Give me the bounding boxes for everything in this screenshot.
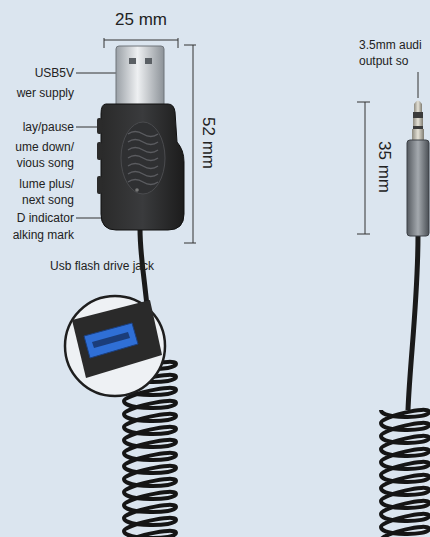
dimension-label: 25 mm bbox=[115, 9, 167, 30]
coil-loop bbox=[124, 531, 176, 537]
usb-jack-inset bbox=[65, 296, 165, 396]
grille-line bbox=[128, 140, 158, 145]
part-label: ume down/ vious song bbox=[4, 139, 74, 171]
grille-line bbox=[128, 172, 158, 177]
cable bbox=[408, 235, 418, 410]
part-label: 3.5mm audi output so bbox=[359, 37, 427, 69]
dimension-label: 35 mm bbox=[374, 141, 395, 193]
part-label: D indicator bbox=[17, 210, 74, 226]
plug-hole bbox=[145, 58, 152, 64]
part-label: lume plus/ next song bbox=[4, 176, 74, 208]
grille-line bbox=[128, 156, 158, 161]
button bbox=[97, 118, 102, 134]
part-label: USB5V bbox=[35, 65, 74, 81]
grille-line bbox=[128, 148, 158, 153]
part-label: alking mark bbox=[13, 227, 74, 243]
coil-loop bbox=[381, 527, 429, 537]
grille-line bbox=[128, 180, 158, 185]
grille-line bbox=[128, 164, 158, 169]
dongle-body bbox=[101, 104, 184, 230]
plug-hole bbox=[129, 58, 136, 64]
grille-pattern bbox=[128, 132, 158, 185]
button bbox=[97, 176, 102, 194]
part-label: wer supply bbox=[17, 85, 74, 101]
dimension-label: 52 mm bbox=[198, 117, 219, 169]
coiled-cable bbox=[381, 410, 429, 537]
button bbox=[97, 142, 102, 160]
led-dot bbox=[135, 188, 139, 192]
usb-plug bbox=[116, 46, 164, 108]
grille-line bbox=[128, 132, 158, 137]
speaker-grille bbox=[121, 122, 165, 194]
audio-jack bbox=[407, 101, 429, 237]
part-label: Usb flash drive jack bbox=[50, 258, 154, 274]
part-label: lay/pause bbox=[23, 119, 74, 135]
